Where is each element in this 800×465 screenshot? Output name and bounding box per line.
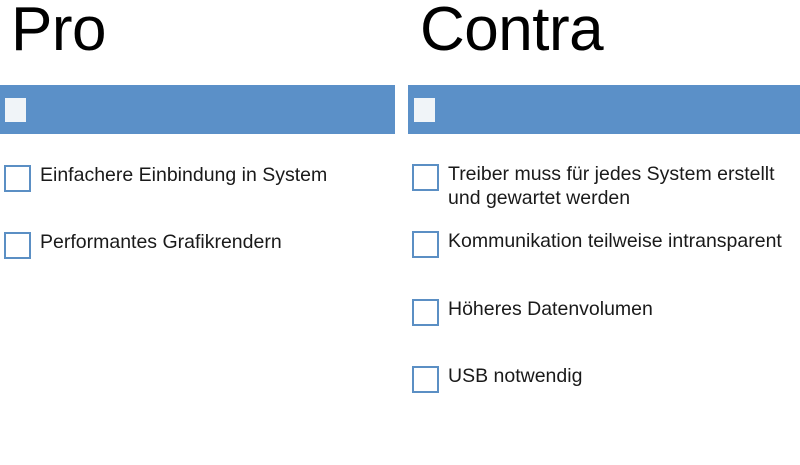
checkbox-icon[interactable] — [4, 165, 31, 192]
checkbox-icon[interactable] — [4, 232, 31, 259]
checkbox-icon[interactable] — [412, 366, 439, 393]
list-item[interactable]: Einfachere Einbindung in System — [4, 164, 328, 192]
list-item[interactable]: Höheres Datenvolumen — [412, 298, 653, 326]
column-contra: Contra Treiber muss für jedes System ers… — [408, 0, 800, 465]
list-item-label: Performantes Grafikrendern — [40, 231, 282, 253]
list-item-label: Einfachere Einbindung in System — [40, 164, 328, 186]
list-item-label: Höheres Datenvolumen — [448, 298, 653, 320]
column-heading-pro: Pro — [11, 0, 106, 64]
column-pro: Pro Einfachere Einbindung in System Perf… — [0, 0, 395, 259]
list-item-label: USB notwendig — [448, 365, 583, 387]
list-item[interactable]: Treiber muss für jedes System erstellt u… — [412, 163, 775, 210]
banner-marker-box-pro — [5, 98, 26, 122]
checkbox-icon[interactable] — [412, 231, 439, 258]
banner-marker-box-contra — [414, 98, 435, 122]
list-item[interactable]: USB notwendig — [412, 365, 583, 393]
column-heading-contra: Contra — [420, 0, 604, 64]
list-item[interactable]: Kommunikation teilweise intransparent — [412, 230, 782, 258]
list-item[interactable]: Performantes Grafikrendern — [4, 231, 282, 259]
checklist-pro: Einfachere Einbindung in System Performa… — [4, 164, 328, 259]
checkbox-icon[interactable] — [412, 299, 439, 326]
list-item-label: Kommunikation teilweise intransparent — [448, 230, 782, 252]
banner-contra — [408, 85, 800, 134]
checklist-contra: Treiber muss für jedes System erstellt u… — [408, 0, 800, 465]
checkbox-icon[interactable] — [412, 164, 439, 191]
banner-pro — [0, 85, 395, 134]
list-item-label: Treiber muss für jedes System erstellt u… — [448, 163, 775, 209]
